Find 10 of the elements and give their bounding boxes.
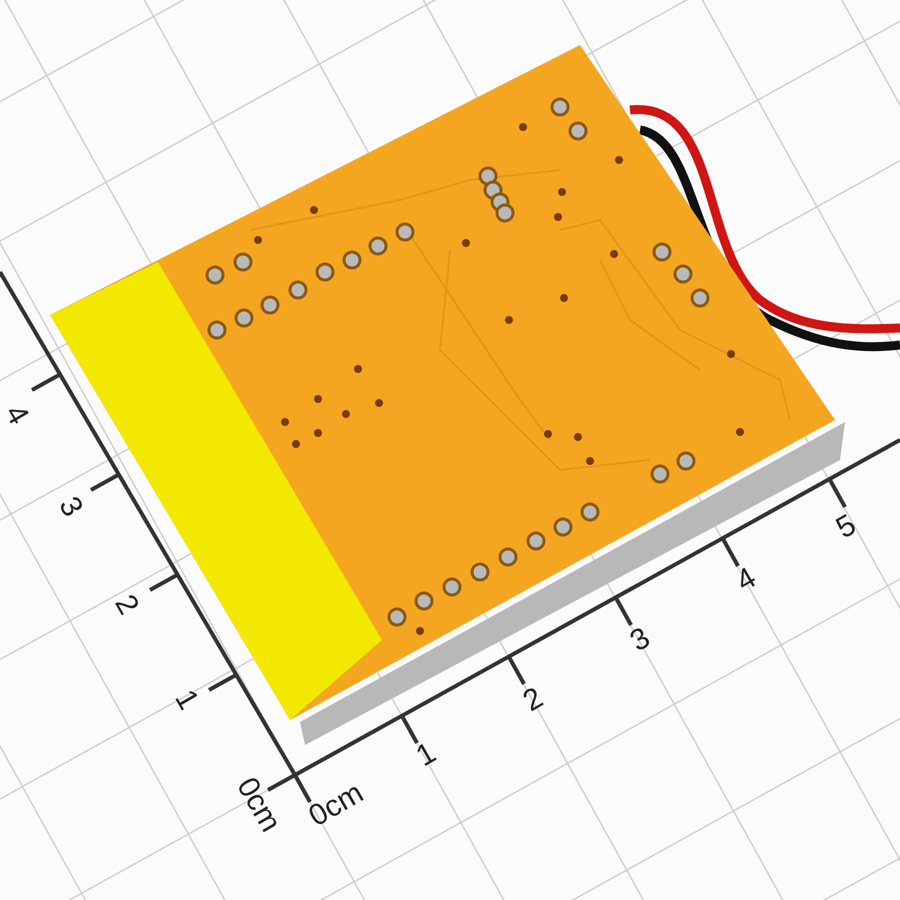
ruler-number: 5: [832, 510, 862, 544]
ruler-number: 2: [109, 590, 144, 620]
ruler-number: 0cm: [304, 778, 368, 832]
ruler-number: 4: [0, 400, 34, 430]
ruler-number: 1: [169, 685, 204, 715]
ruler-number: 2: [518, 682, 548, 718]
ruler-number: 4: [732, 562, 762, 598]
ruler-number: 3: [53, 492, 88, 522]
ruler-number: 3: [626, 622, 656, 658]
ruler-number: 1: [412, 738, 442, 772]
